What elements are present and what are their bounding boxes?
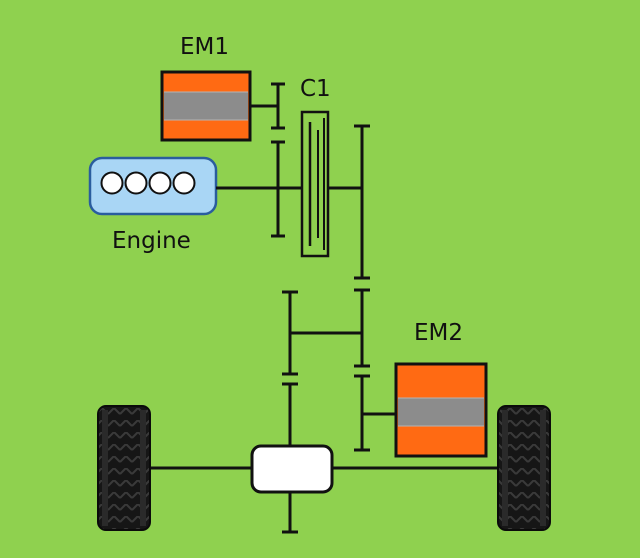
em1-label: EM1 (180, 34, 230, 60)
engine-gear (271, 140, 285, 238)
clutch-c1 (300, 110, 362, 258)
em1-gear (250, 82, 285, 130)
em1-motor (160, 70, 252, 142)
engine-block (88, 156, 218, 216)
c1-label: C1 (300, 76, 331, 102)
upper-gear (354, 124, 370, 280)
intermediate-gears (282, 288, 370, 376)
em2-label: EM2 (414, 320, 464, 346)
em2-motor (394, 362, 488, 458)
engine-label: Engine (112, 228, 191, 254)
right-wheel (497, 405, 551, 531)
differential (250, 444, 334, 494)
left-wheel (97, 405, 151, 531)
